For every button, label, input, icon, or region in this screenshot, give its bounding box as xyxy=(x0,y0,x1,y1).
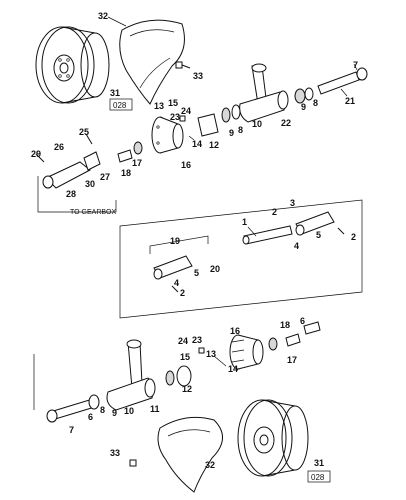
to-gearbox-label: TO GEARBOX xyxy=(70,209,116,216)
callout-18-bottom: 18 xyxy=(280,320,290,330)
callout-9-top-c: 9 xyxy=(229,128,234,138)
callout-25-top: 25 xyxy=(79,127,89,137)
callout-23-bottom: 23 xyxy=(192,335,202,345)
callout-16-bottom: 16 xyxy=(230,326,240,336)
callout-8-top: 8 xyxy=(313,98,318,108)
callout-9-top: 9 xyxy=(301,102,306,112)
yoke-mid-right xyxy=(295,211,335,236)
arm-housing-22 xyxy=(239,63,289,123)
bearing-12-bottom xyxy=(165,370,175,386)
callout-4-mid-b: 4 xyxy=(174,278,179,288)
callout-30-top: 30 xyxy=(85,179,95,189)
callout-21-top: 21 xyxy=(345,96,355,106)
washer-8-top xyxy=(304,87,314,101)
callout-17-bottom: 17 xyxy=(287,355,297,365)
ref-box-bottom xyxy=(307,470,331,483)
wheel-rim-top xyxy=(35,26,110,104)
callout-12-top: 12 xyxy=(209,140,219,150)
callout-7-top: 7 xyxy=(353,60,358,70)
callout-5-mid-b: 5 xyxy=(194,268,199,278)
callout-16-top: 16 xyxy=(181,160,191,170)
callout-9-bottom: 9 xyxy=(112,408,117,418)
ref-label-bottom: 028 xyxy=(311,473,325,482)
seal-10-top xyxy=(231,104,241,120)
callout-2-mid-b: 2 xyxy=(351,232,356,242)
callout-33-bottom: 33 xyxy=(110,448,120,458)
callout-13-top: 13 xyxy=(154,101,164,111)
gear-12-bottom xyxy=(176,365,192,387)
yoke-19-mid xyxy=(153,255,193,280)
callout-24-bottom: 24 xyxy=(178,336,188,346)
sleeve-18-top xyxy=(117,149,133,163)
ref-label-top: 028 xyxy=(113,101,127,110)
shaft-7-bottom xyxy=(46,394,100,423)
callout-29-top: 29 xyxy=(31,149,41,159)
callout-13-bottom: 13 xyxy=(206,349,216,359)
callout-9-top-b: 8 xyxy=(238,125,243,135)
callout-4-mid: 4 xyxy=(294,241,299,251)
callout-22-top: 22 xyxy=(281,118,291,128)
callout-7-bottom: 7 xyxy=(69,425,74,435)
callout-15-bottom: 15 xyxy=(180,352,190,362)
callout-12-bottom: 12 xyxy=(182,384,192,394)
callout-6-bottom-b: 6 xyxy=(88,412,93,422)
callout-31-bottom: 31 xyxy=(314,458,324,468)
callout-8-bottom: 8 xyxy=(100,405,105,415)
gear-11-top xyxy=(197,113,219,137)
bearing-17-bottom xyxy=(268,337,278,351)
wheel-rim-bottom xyxy=(237,399,309,477)
bearing-9-top xyxy=(294,88,306,104)
hub-16-bottom xyxy=(229,334,264,370)
callout-26-top: 26 xyxy=(54,142,64,152)
callout-10-top: 10 xyxy=(252,119,262,129)
callout-23-top: 23 xyxy=(170,112,180,122)
callout-24-top: 24 xyxy=(181,106,191,116)
callout-3-mid: 3 xyxy=(290,198,295,208)
fender-top xyxy=(119,19,185,105)
hub-16-top xyxy=(151,116,184,154)
callout-32-bottom: 32 xyxy=(205,460,215,470)
middle-panel-outline xyxy=(119,199,363,319)
callout-2-mid-c: 2 xyxy=(180,288,185,298)
callout-20-mid: 20 xyxy=(210,264,220,274)
callout-1-mid: 1 xyxy=(242,217,247,227)
callout-15-top: 15 xyxy=(168,98,178,108)
callout-2-mid: 2 xyxy=(272,207,277,217)
sleeve-18-bottom xyxy=(285,333,301,347)
yoke-top xyxy=(42,151,101,189)
bearing-17-top xyxy=(133,141,143,155)
callout-11-bottom: 11 xyxy=(150,404,160,414)
shaft-21-top xyxy=(317,63,368,95)
callout-33-top: 33 xyxy=(193,71,203,81)
callout-28-top: 28 xyxy=(66,189,76,199)
shaft-1-mid xyxy=(242,225,293,245)
bolt-33-bottom xyxy=(129,459,137,467)
callout-5-mid: 5 xyxy=(316,230,321,240)
callout-14-bottom: 14 xyxy=(228,364,238,374)
callout-19-mid: 19 xyxy=(170,236,180,246)
arm-housing-bottom xyxy=(106,339,156,411)
bolt-33-top xyxy=(175,61,191,69)
fender-bottom xyxy=(157,416,223,493)
callout-18-top: 18 xyxy=(121,168,131,178)
callout-32-top: 32 xyxy=(98,11,108,21)
callout-10-bottom: 10 xyxy=(124,406,134,416)
callout-6-bottom: 6 xyxy=(300,316,305,326)
callout-31-top: 31 xyxy=(110,88,120,98)
ref-box-top xyxy=(109,98,133,111)
callout-14-top: 14 xyxy=(192,139,202,149)
callout-27-top: 27 xyxy=(100,172,110,182)
callout-17-top: 17 xyxy=(132,158,142,168)
